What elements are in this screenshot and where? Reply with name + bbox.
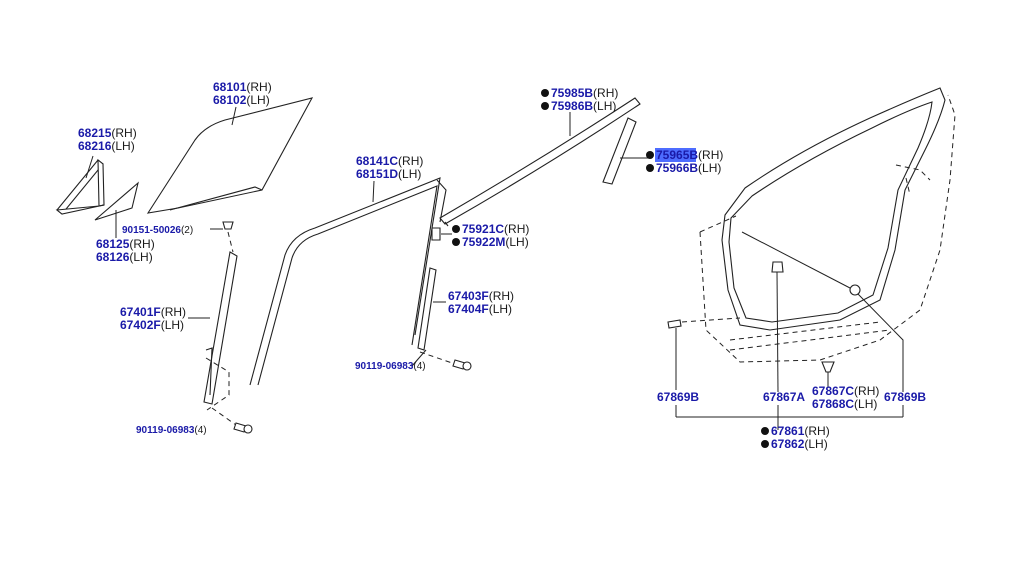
leader-67867a xyxy=(776,271,779,393)
pillar-garnish[interactable] xyxy=(602,117,637,185)
quarter-glass[interactable] xyxy=(94,181,139,221)
bullet-75965 xyxy=(646,151,654,159)
label-68216[interactable]: 68216(LH) xyxy=(78,139,135,153)
clip-90151[interactable] xyxy=(222,221,234,230)
dash-90151 xyxy=(227,231,234,253)
label-75921[interactable]: 75921C(RH) xyxy=(462,222,529,236)
quarter-glass-seal[interactable] xyxy=(55,158,105,215)
rear-run-channel[interactable] xyxy=(203,251,238,405)
clip-67869b-right[interactable] xyxy=(849,284,861,296)
label-90119a[interactable]: 90119-06983(4) xyxy=(136,425,207,436)
label-90119b[interactable]: 90119-06983(4) xyxy=(355,361,426,372)
bullet-67862 xyxy=(761,440,769,448)
label-67404[interactable]: 67404F(LH) xyxy=(448,302,512,316)
leader-68215 xyxy=(85,155,94,179)
label-67862[interactable]: 67862(LH) xyxy=(771,437,828,451)
door-glass[interactable] xyxy=(146,97,314,214)
door-panel-upper xyxy=(895,164,931,196)
label-67868c[interactable]: 67868C(LH) xyxy=(812,397,877,411)
label-67401[interactable]: 67401F(RH) xyxy=(120,305,186,319)
clip-75921[interactable] xyxy=(431,227,441,241)
label-68101[interactable]: 68101(RH) xyxy=(213,80,272,94)
label-67403[interactable]: 67403F(RH) xyxy=(448,289,514,303)
highlight-75965 xyxy=(655,148,696,162)
door-frame-corner xyxy=(436,179,447,223)
leader-67869b-right xyxy=(857,293,904,392)
label-75922[interactable]: 75922M(LH) xyxy=(462,235,529,249)
clip-67867a[interactable] xyxy=(771,261,784,273)
label-75985[interactable]: 75985B(RH) xyxy=(551,86,618,100)
clip-67869b-left[interactable] xyxy=(667,319,682,329)
label-90151[interactable]: 90151-50026(2) xyxy=(122,225,193,236)
center-run-channel[interactable] xyxy=(417,267,437,351)
leader-90119b xyxy=(411,349,427,367)
door-weatherstrip[interactable] xyxy=(721,87,946,331)
leader-68141 xyxy=(372,180,375,203)
label-68215[interactable]: 68215(RH) xyxy=(78,126,137,140)
bullet-75966 xyxy=(646,164,654,172)
label-75986[interactable]: 75986B(LH) xyxy=(551,99,616,113)
bolt-90119b[interactable] xyxy=(452,359,472,371)
label-68102[interactable]: 68102(LH) xyxy=(213,93,270,107)
label-67867c[interactable]: 67867C(RH) xyxy=(812,384,879,398)
belt-moulding-end xyxy=(444,221,449,227)
bullet-75986 xyxy=(541,102,549,110)
label-75965[interactable]: 75965B(RH) xyxy=(656,148,723,162)
dash-90119a xyxy=(211,407,237,426)
label-68141[interactable]: 68141C(RH) xyxy=(356,154,423,168)
label-67861[interactable]: 67861(RH) xyxy=(771,424,830,438)
leader-diagonal xyxy=(741,231,851,289)
label-68151[interactable]: 68151D(LH) xyxy=(356,167,421,181)
dash-67869b-left xyxy=(681,317,741,323)
rear-run-channel-inner xyxy=(205,347,213,396)
dash-90119b xyxy=(419,351,459,366)
label-67869b-left[interactable]: 67869B xyxy=(657,390,699,404)
bullet-75922 xyxy=(452,238,460,246)
door-panel-outline xyxy=(699,94,956,363)
label-67869b-right[interactable]: 67869B xyxy=(884,390,926,404)
label-68126[interactable]: 68126(LH) xyxy=(96,250,153,264)
label-75966[interactable]: 75966B(LH) xyxy=(656,161,721,175)
label-67402[interactable]: 67402F(LH) xyxy=(120,318,184,332)
bolt-90119a[interactable] xyxy=(233,422,253,434)
label-67867a[interactable]: 67867A xyxy=(763,390,805,404)
label-68125[interactable]: 68125(RH) xyxy=(96,237,155,251)
bullet-75921 xyxy=(452,225,460,233)
bracket-67861 xyxy=(675,405,904,430)
door-frame-outer[interactable] xyxy=(249,177,441,386)
belt-moulding[interactable] xyxy=(439,97,641,225)
clip-67867c[interactable] xyxy=(821,361,835,373)
bullet-75985 xyxy=(541,89,549,97)
door-panel-lower xyxy=(729,321,891,351)
leader-68101 xyxy=(231,106,237,126)
door-frame-inner xyxy=(257,185,438,386)
bullet-67861 xyxy=(761,427,769,435)
door-glass-channel xyxy=(169,186,263,211)
dash-67401 xyxy=(205,357,230,411)
